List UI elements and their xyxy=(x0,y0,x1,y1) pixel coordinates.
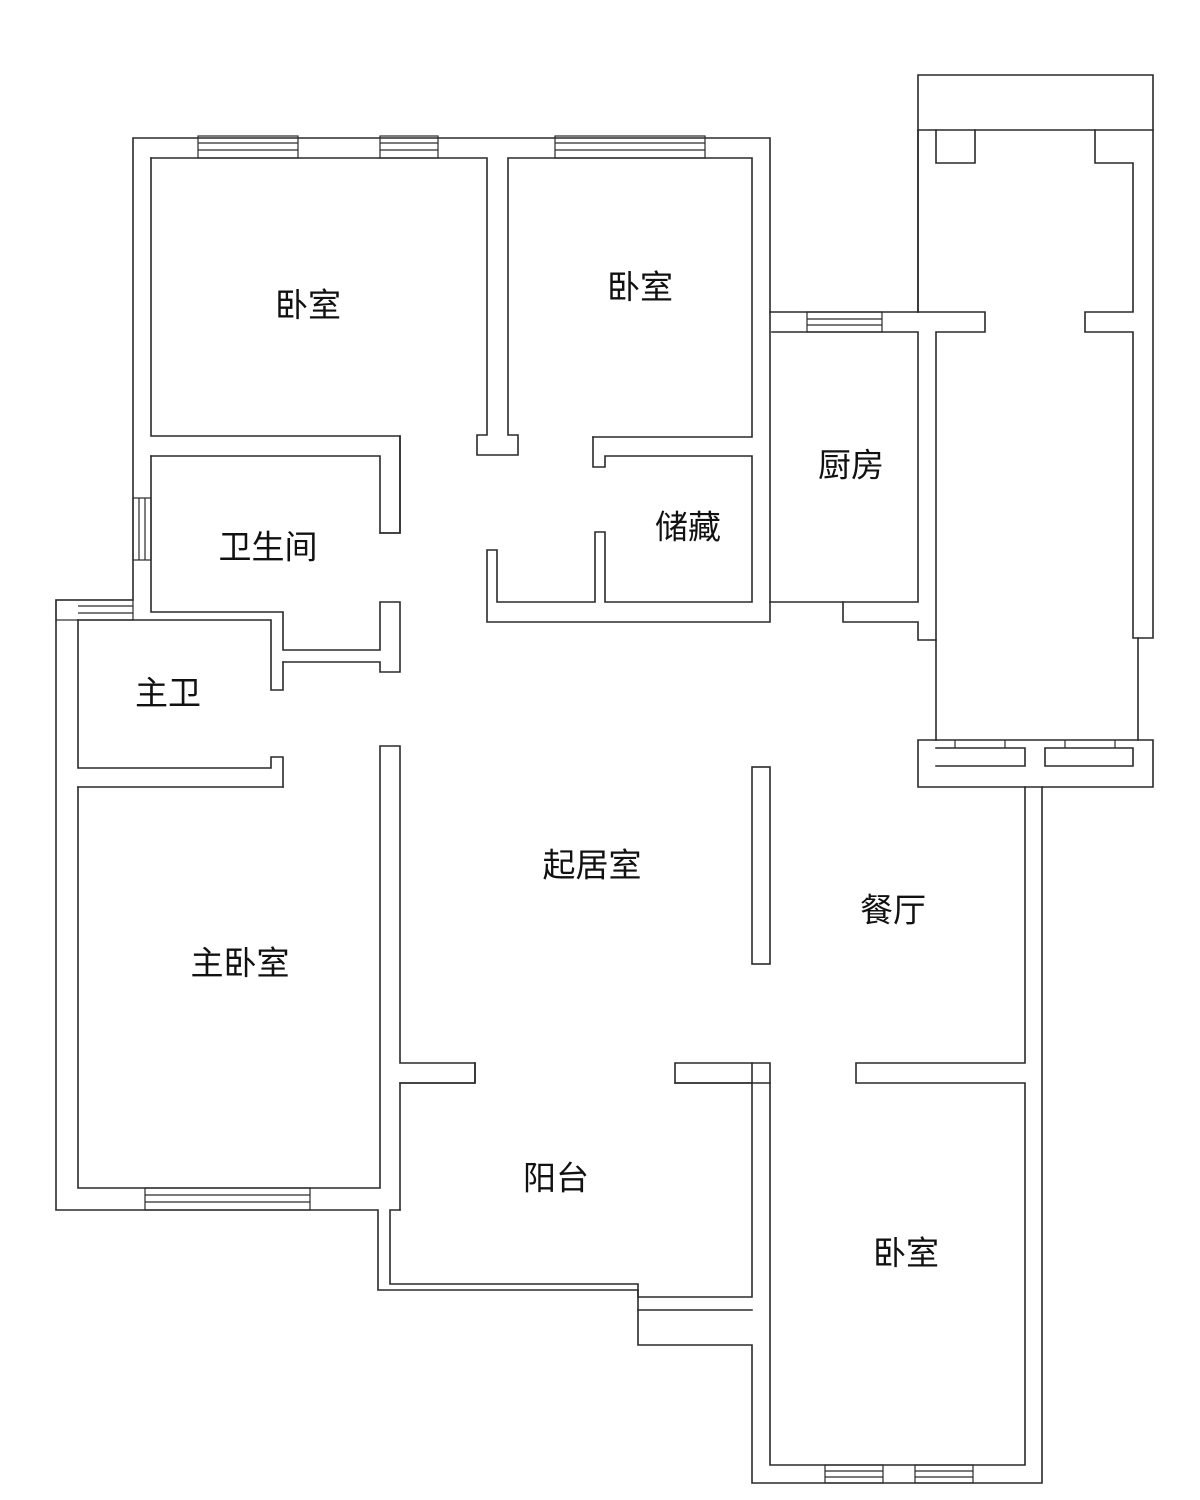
master-bath-walls xyxy=(77,619,284,691)
walls xyxy=(55,74,1154,1484)
window xyxy=(132,497,152,561)
room-label-bedroom-nw: 卧室 xyxy=(275,286,341,325)
living-partition xyxy=(751,766,771,965)
room-label-bedroom-n: 卧室 xyxy=(607,268,673,307)
kitchen-walls xyxy=(769,311,937,641)
window xyxy=(806,311,883,333)
room-label-bedroom-se: 卧室 xyxy=(873,1234,939,1273)
room-label-storage: 储藏 xyxy=(655,508,721,547)
room-labels: 卧室 卧室 厨房 储藏 卫生间 主卫 起居室 餐厅 主卧室 阳台 卧室 xyxy=(135,268,939,1273)
room-label-master-bedroom: 主卧室 xyxy=(191,944,290,983)
window xyxy=(144,1187,311,1211)
window xyxy=(379,135,439,159)
room-label-bathroom: 卫生间 xyxy=(219,528,318,567)
windows xyxy=(55,135,1116,1484)
window xyxy=(824,1464,884,1484)
window xyxy=(914,1464,974,1484)
storage-walls xyxy=(486,436,771,623)
outer-wall xyxy=(55,74,1154,1484)
room-label-kitchen: 厨房 xyxy=(818,446,884,485)
balcony-walls xyxy=(399,1062,476,1084)
room-label-balcony: 阳台 xyxy=(523,1159,589,1198)
bathroom-walls xyxy=(150,435,401,534)
window xyxy=(554,135,706,159)
window xyxy=(197,135,299,159)
window xyxy=(954,740,1116,748)
room-label-living-room: 起居室 xyxy=(543,846,642,885)
room-label-master-bath: 主卫 xyxy=(135,674,201,713)
bedroom-nw-walls xyxy=(150,157,753,456)
window xyxy=(55,599,134,621)
room-label-dining: 餐厅 xyxy=(860,891,926,930)
